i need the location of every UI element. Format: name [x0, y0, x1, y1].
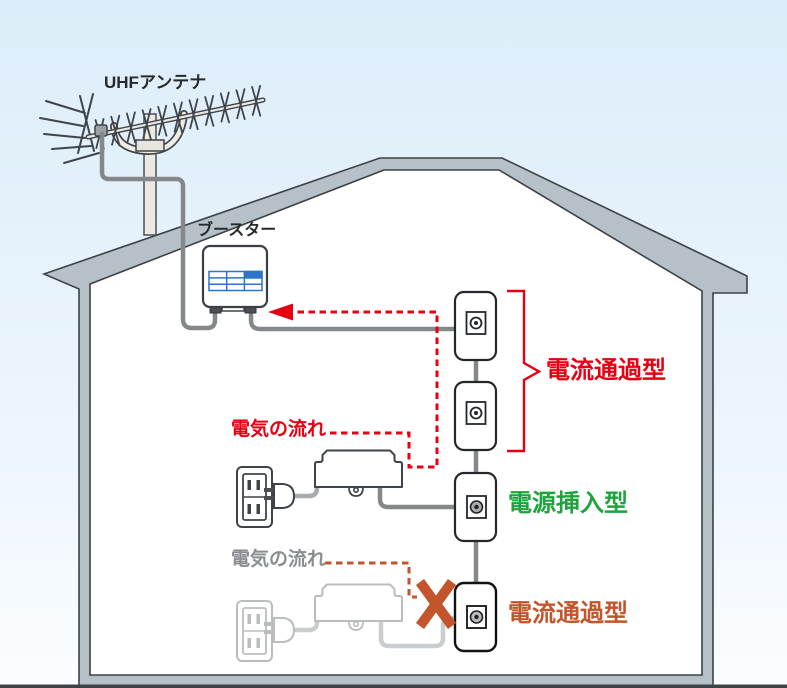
- flow-label-inactive: 電気の流れ: [231, 549, 327, 570]
- ground-line: [0, 684, 787, 688]
- wall-plate-2: [453, 380, 498, 452]
- current-pass-brace: [507, 289, 542, 453]
- inserter-coax-mid: [377, 483, 468, 510]
- label-current-pass-type-bottom: 電流通過型: [508, 600, 628, 627]
- coax-socket-icon: [466, 495, 487, 519]
- orange-flow-dashed-line: [325, 561, 417, 599]
- booster-panel-grid-icon: [208, 270, 263, 292]
- power-cord-mid: [289, 476, 320, 499]
- antenna-downlead-cable: [99, 131, 218, 331]
- label-power-insert-type: 電源挿入型: [508, 490, 628, 517]
- label-current-pass-type-top: 電流通過型: [546, 357, 666, 384]
- booster-label: ブースター: [197, 222, 277, 239]
- uhf-antenna-icon: [39, 84, 266, 164]
- red-flow-dashed-line: [268, 303, 439, 469]
- wall-plate-1: [453, 290, 498, 362]
- flow-arrowhead-icon: [268, 303, 293, 321]
- antenna-mast: [143, 113, 157, 236]
- power-inserter-device-mid: [314, 449, 403, 497]
- coax-socket-icon: [465, 401, 487, 425]
- flow-label-active: 電気の流れ: [231, 419, 327, 440]
- booster-output-cable: [248, 309, 459, 332]
- wall-plate-3: [453, 471, 498, 543]
- coax-socket-icon: [466, 605, 487, 629]
- power-plug-bottom: [264, 617, 296, 643]
- booster-box: [201, 244, 269, 314]
- power-cord-bottom: [289, 610, 320, 633]
- antenna-label: UHFアンテナ: [104, 73, 207, 92]
- coax-socket-icon: [465, 311, 487, 335]
- power-plug-mid: [264, 483, 296, 509]
- power-inserter-device-bottom: [314, 583, 403, 631]
- blocked-x-icon: [415, 579, 457, 629]
- power-outlet-bottom: [236, 600, 273, 662]
- power-outlet-mid: [236, 466, 273, 528]
- wall-plate-4: [453, 581, 498, 653]
